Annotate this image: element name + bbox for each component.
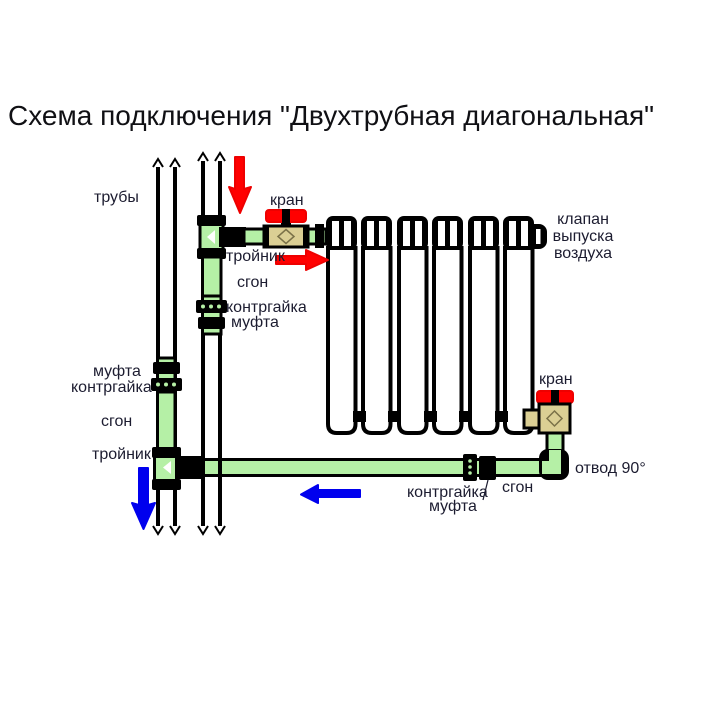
right-riser-pipe bbox=[197, 151, 226, 536]
label-locknut-top: контргайка bbox=[226, 299, 307, 316]
coupling-bottom-band bbox=[479, 456, 496, 480]
page-title: Схема подключения "Двухтрубная диагональ… bbox=[8, 100, 655, 131]
coupling-top-band bbox=[198, 317, 225, 329]
label-coupling-bottom: муфта bbox=[429, 498, 477, 515]
coupling-locknut-left bbox=[151, 356, 182, 398]
label-air-vent-line1: клапан bbox=[557, 211, 609, 228]
label-coupling-left: муфта bbox=[93, 363, 141, 380]
flow-arrow-supply-down bbox=[228, 156, 252, 214]
label-nipple-left: сгон bbox=[101, 413, 133, 430]
elbow-90 bbox=[539, 449, 569, 480]
nipple-left bbox=[156, 390, 177, 454]
return-pipe-bottom bbox=[194, 458, 554, 477]
label-tee-top: тройник bbox=[226, 248, 285, 265]
radiator-section bbox=[326, 216, 358, 435]
radiator bbox=[326, 216, 547, 435]
label-air-vent-valve: клапан выпуска воздуха bbox=[548, 211, 618, 262]
radiator-section bbox=[361, 216, 393, 435]
label-nipple-bottom: сгон bbox=[502, 479, 534, 496]
flow-arrow-supply-right bbox=[275, 249, 329, 271]
ball-valve-bottom bbox=[522, 390, 574, 435]
label-coupling-top: муфта bbox=[231, 314, 279, 331]
coupling-locknut-top bbox=[196, 294, 227, 336]
radiator-section bbox=[397, 216, 429, 435]
label-elbow-bottom: отвод 90° bbox=[575, 460, 646, 477]
label-nipple-top: сгон bbox=[237, 274, 269, 291]
flow-arrow-return-down bbox=[131, 467, 156, 530]
label-air-vent-line3: воздуха bbox=[553, 245, 613, 262]
left-riser-pipe bbox=[152, 157, 181, 536]
ball-valve-top bbox=[262, 209, 310, 249]
radiator-section bbox=[468, 216, 500, 435]
tee-bottom bbox=[152, 447, 205, 490]
label-locknut-left: контргайка bbox=[71, 379, 152, 396]
air-vent-valve bbox=[532, 224, 547, 249]
radiator-section bbox=[503, 216, 535, 435]
label-valve-bottom: кран bbox=[539, 371, 573, 388]
flow-arrow-return-left bbox=[300, 484, 361, 504]
radiator-section bbox=[432, 216, 464, 435]
label-air-vent-line2: выпуска bbox=[552, 228, 614, 245]
label-locknut-bottom: контргайка bbox=[407, 484, 488, 501]
label-valve-top: кран bbox=[270, 192, 304, 209]
coupling-left bbox=[153, 362, 180, 374]
coupling-locknut-bottom bbox=[463, 454, 496, 501]
label-tee-left: тройник bbox=[92, 446, 151, 463]
label-risers: трубы bbox=[94, 189, 139, 206]
